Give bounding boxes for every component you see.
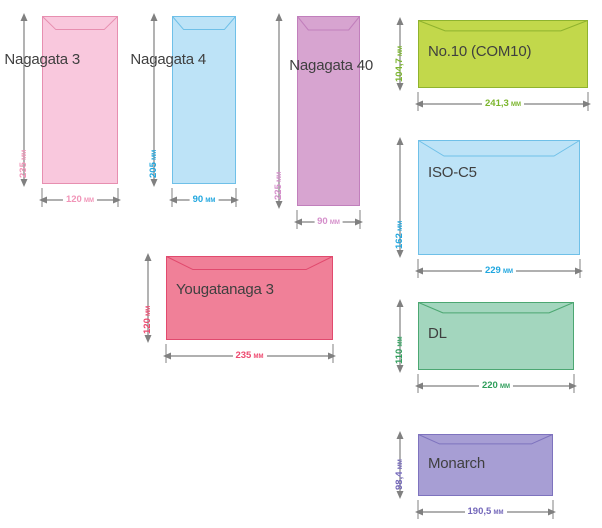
envelope-nagagata-40: Nagagata 40: [289, 16, 373, 206]
envelope-rect: [418, 20, 588, 88]
width-unit: мм: [327, 217, 340, 226]
height-dimension-label-nagagata-3: 235 мм: [18, 149, 29, 178]
width-unit: мм: [491, 507, 504, 516]
width-unit: мм: [203, 195, 216, 204]
envelope-nagagata-3: Nagagata 3: [4, 16, 118, 184]
vertical-dimension-line-nagagata-40: [275, 13, 283, 209]
envelope-body-nagagata-40: [297, 16, 360, 206]
width-dimension-label-iso-c5: 229 мм: [481, 265, 517, 276]
envelope-dl: DL: [418, 302, 574, 370]
width-value: 220: [481, 380, 498, 391]
height-value: 104,7: [394, 58, 405, 82]
envelope-name-label: Nagagata 40: [289, 57, 373, 74]
envelope-rect: [166, 256, 333, 340]
envelope-name-label: Monarch: [428, 455, 485, 472]
envelope-rect: [418, 302, 574, 370]
width-value: 241,3: [485, 98, 509, 109]
envelope-flap: [172, 16, 236, 30]
envelope-name-label: ISO-C5: [428, 164, 477, 181]
envelope-monarch: Monarch: [418, 434, 553, 496]
width-dimension-label-dl: 220 мм: [478, 380, 514, 391]
envelope-rect: [42, 16, 118, 184]
width-unit: мм: [251, 351, 264, 360]
width-unit: мм: [500, 266, 514, 275]
horizontal-dimension-line-nagagata-40: [294, 210, 363, 229]
width-value: 120: [65, 194, 82, 205]
height-unit: мм: [395, 46, 404, 59]
envelope-body-nagagata-4: [172, 16, 236, 184]
envelope-flap: [418, 302, 574, 314]
width-unit: мм: [81, 195, 95, 204]
envelope-body-iso-c5: [418, 140, 580, 255]
envelope-body-monarch: [418, 434, 553, 496]
envelope-rect: [418, 140, 580, 255]
envelope-iso-c5: ISO-C5: [418, 140, 580, 255]
envelope-flap: [297, 16, 360, 31]
envelope-flap: [166, 256, 333, 270]
envelope-flap: [418, 140, 580, 157]
width-unit: мм: [497, 381, 511, 390]
height-unit: мм: [143, 305, 152, 319]
width-dimension-label-yougatanaga-3: 235 мм: [232, 350, 267, 361]
envelope-body-dl: [418, 302, 574, 370]
vertical-dimension-line-yougatanaga-3: [144, 253, 152, 343]
width-unit: мм: [508, 99, 521, 108]
envelope-flap: [418, 20, 588, 32]
envelope-no10-com10: No.10 (COM10): [418, 20, 588, 88]
height-dimension-label-monarch: 98,4 мм: [394, 459, 405, 491]
height-value: 110: [394, 348, 405, 364]
height-unit: мм: [274, 171, 283, 185]
envelope-name-label: Yougatanaga 3: [176, 281, 274, 298]
width-value: 235: [235, 350, 252, 361]
width-value: 90: [317, 216, 328, 227]
width-dimension-label-no10-com10: 241,3 мм: [482, 99, 524, 109]
height-value: 120: [142, 318, 153, 334]
width-value: 229: [484, 265, 501, 276]
height-dimension-label-yougatanaga-3: 120 мм: [142, 305, 153, 334]
vertical-dimension-line-no10-com10: [396, 17, 404, 91]
height-value: 98,4: [394, 471, 405, 491]
envelope-rect: [172, 16, 236, 184]
height-value: 235: [18, 162, 29, 178]
envelope-flap: [418, 434, 553, 445]
envelope-rect: [418, 434, 553, 496]
vertical-dimension-line-iso-c5: [396, 137, 404, 258]
envelope-name-label: Nagagata 3: [4, 51, 80, 68]
vertical-dimension-line-monarch: [396, 431, 404, 499]
height-dimension-label-nagagata-4: 205 мм: [148, 149, 159, 178]
width-dimension-label-monarch: 190,5 мм: [464, 506, 507, 517]
height-unit: мм: [395, 336, 404, 349]
height-dimension-label-dl: 110 мм: [394, 336, 405, 364]
height-value: 205: [148, 162, 159, 178]
width-value: 90: [192, 194, 204, 205]
vertical-dimension-line-dl: [396, 299, 404, 373]
height-dimension-label-no10-com10: 104,7 мм: [394, 46, 405, 82]
width-value: 190,5: [467, 506, 492, 517]
envelope-name-label: Nagagata 4: [130, 51, 206, 68]
width-dimension-label-nagagata-40: 90 мм: [314, 217, 343, 227]
envelope-body-nagagata-3: [42, 16, 118, 184]
width-dimension-label-nagagata-4: 90 мм: [189, 194, 219, 205]
envelope-nagagata-4: Nagagata 4: [130, 16, 236, 184]
envelope-flap: [42, 16, 118, 30]
width-dimension-label-nagagata-3: 120 мм: [62, 194, 98, 205]
envelope-name-label: No.10 (COM10): [428, 43, 532, 60]
envelope-yougatanaga-3: Yougatanaga 3: [166, 256, 333, 340]
vertical-dimension-line-nagagata-4: [150, 13, 158, 187]
height-dimension-label-nagagata-40: 225 мм: [273, 171, 284, 200]
height-unit: мм: [395, 459, 404, 472]
vertical-dimension-line-nagagata-3: [20, 13, 28, 187]
height-dimension-label-iso-c5: 162 мм: [394, 220, 405, 249]
height-unit: мм: [19, 149, 28, 163]
envelope-rect: [297, 16, 360, 206]
envelope-body-yougatanaga-3: [166, 256, 333, 340]
height-value: 162: [394, 233, 405, 249]
height-unit: мм: [395, 220, 404, 234]
height-value: 225: [273, 184, 284, 200]
height-unit: мм: [149, 149, 158, 163]
envelope-body-no10-com10: [418, 20, 588, 88]
envelope-name-label: DL: [428, 325, 447, 342]
